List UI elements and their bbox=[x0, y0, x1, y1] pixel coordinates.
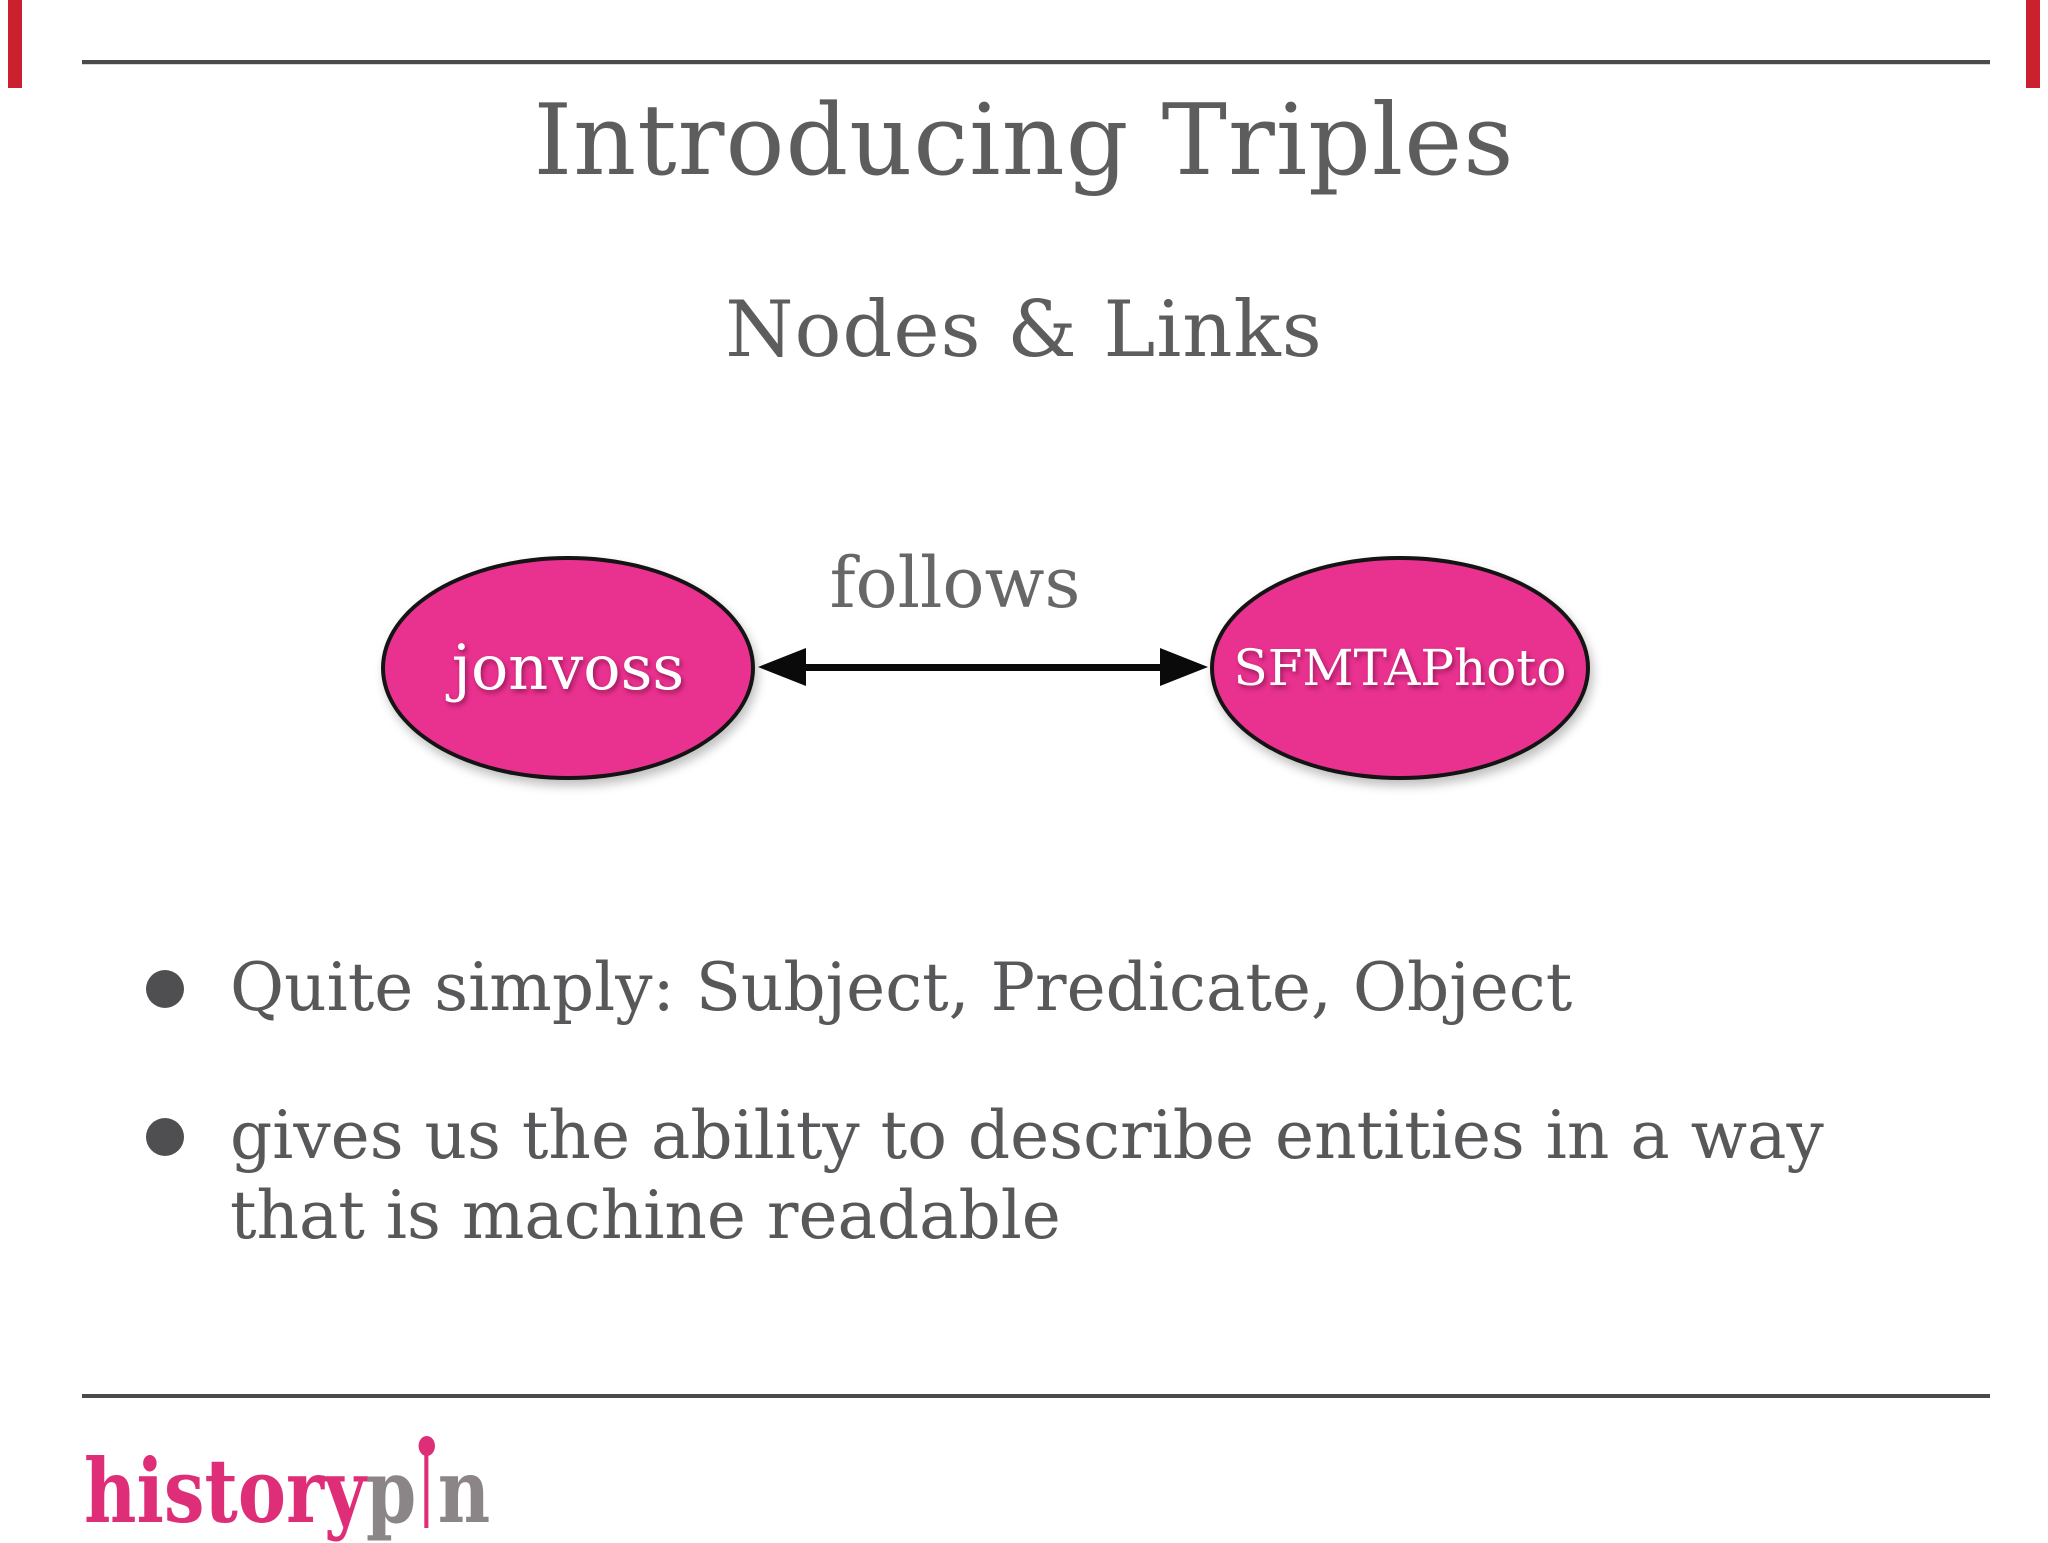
bullet-list: Quite simply: Subject, Predicate, Object… bbox=[146, 948, 1926, 1256]
red-corner-accent-right bbox=[2026, 0, 2040, 88]
object-node-label: SFMTAPhoto bbox=[1233, 639, 1567, 697]
arrowhead-right-icon bbox=[1160, 648, 1208, 686]
slide-title: Introducing Triples bbox=[533, 84, 1515, 198]
logo-text-history: history bbox=[84, 1439, 366, 1543]
bottom-rule bbox=[82, 1394, 1990, 1398]
double-headed-arrow bbox=[758, 648, 1208, 686]
object-node-ellipse: SFMTAPhoto bbox=[1210, 556, 1590, 780]
bullet-item-2: gives us the ability to describe entitie… bbox=[146, 1096, 1926, 1256]
subject-node-ellipse: jonvoss bbox=[381, 556, 755, 780]
bullet-item-1: Quite simply: Subject, Predicate, Object bbox=[146, 948, 1926, 1028]
logo-text-p: p bbox=[365, 1439, 417, 1543]
predicate-label: follows bbox=[829, 542, 1081, 624]
pin-stem-icon bbox=[424, 1454, 429, 1528]
slide-subtitle: Nodes & Links bbox=[725, 285, 1323, 375]
top-rule bbox=[82, 60, 1990, 65]
pin-head-icon bbox=[418, 1436, 436, 1456]
logo-text-n: n bbox=[437, 1439, 491, 1543]
red-corner-accent-left bbox=[8, 0, 22, 88]
pin-icon bbox=[416, 1436, 437, 1528]
subject-node-label: jonvoss bbox=[451, 631, 685, 704]
arrow-shaft bbox=[794, 664, 1172, 671]
